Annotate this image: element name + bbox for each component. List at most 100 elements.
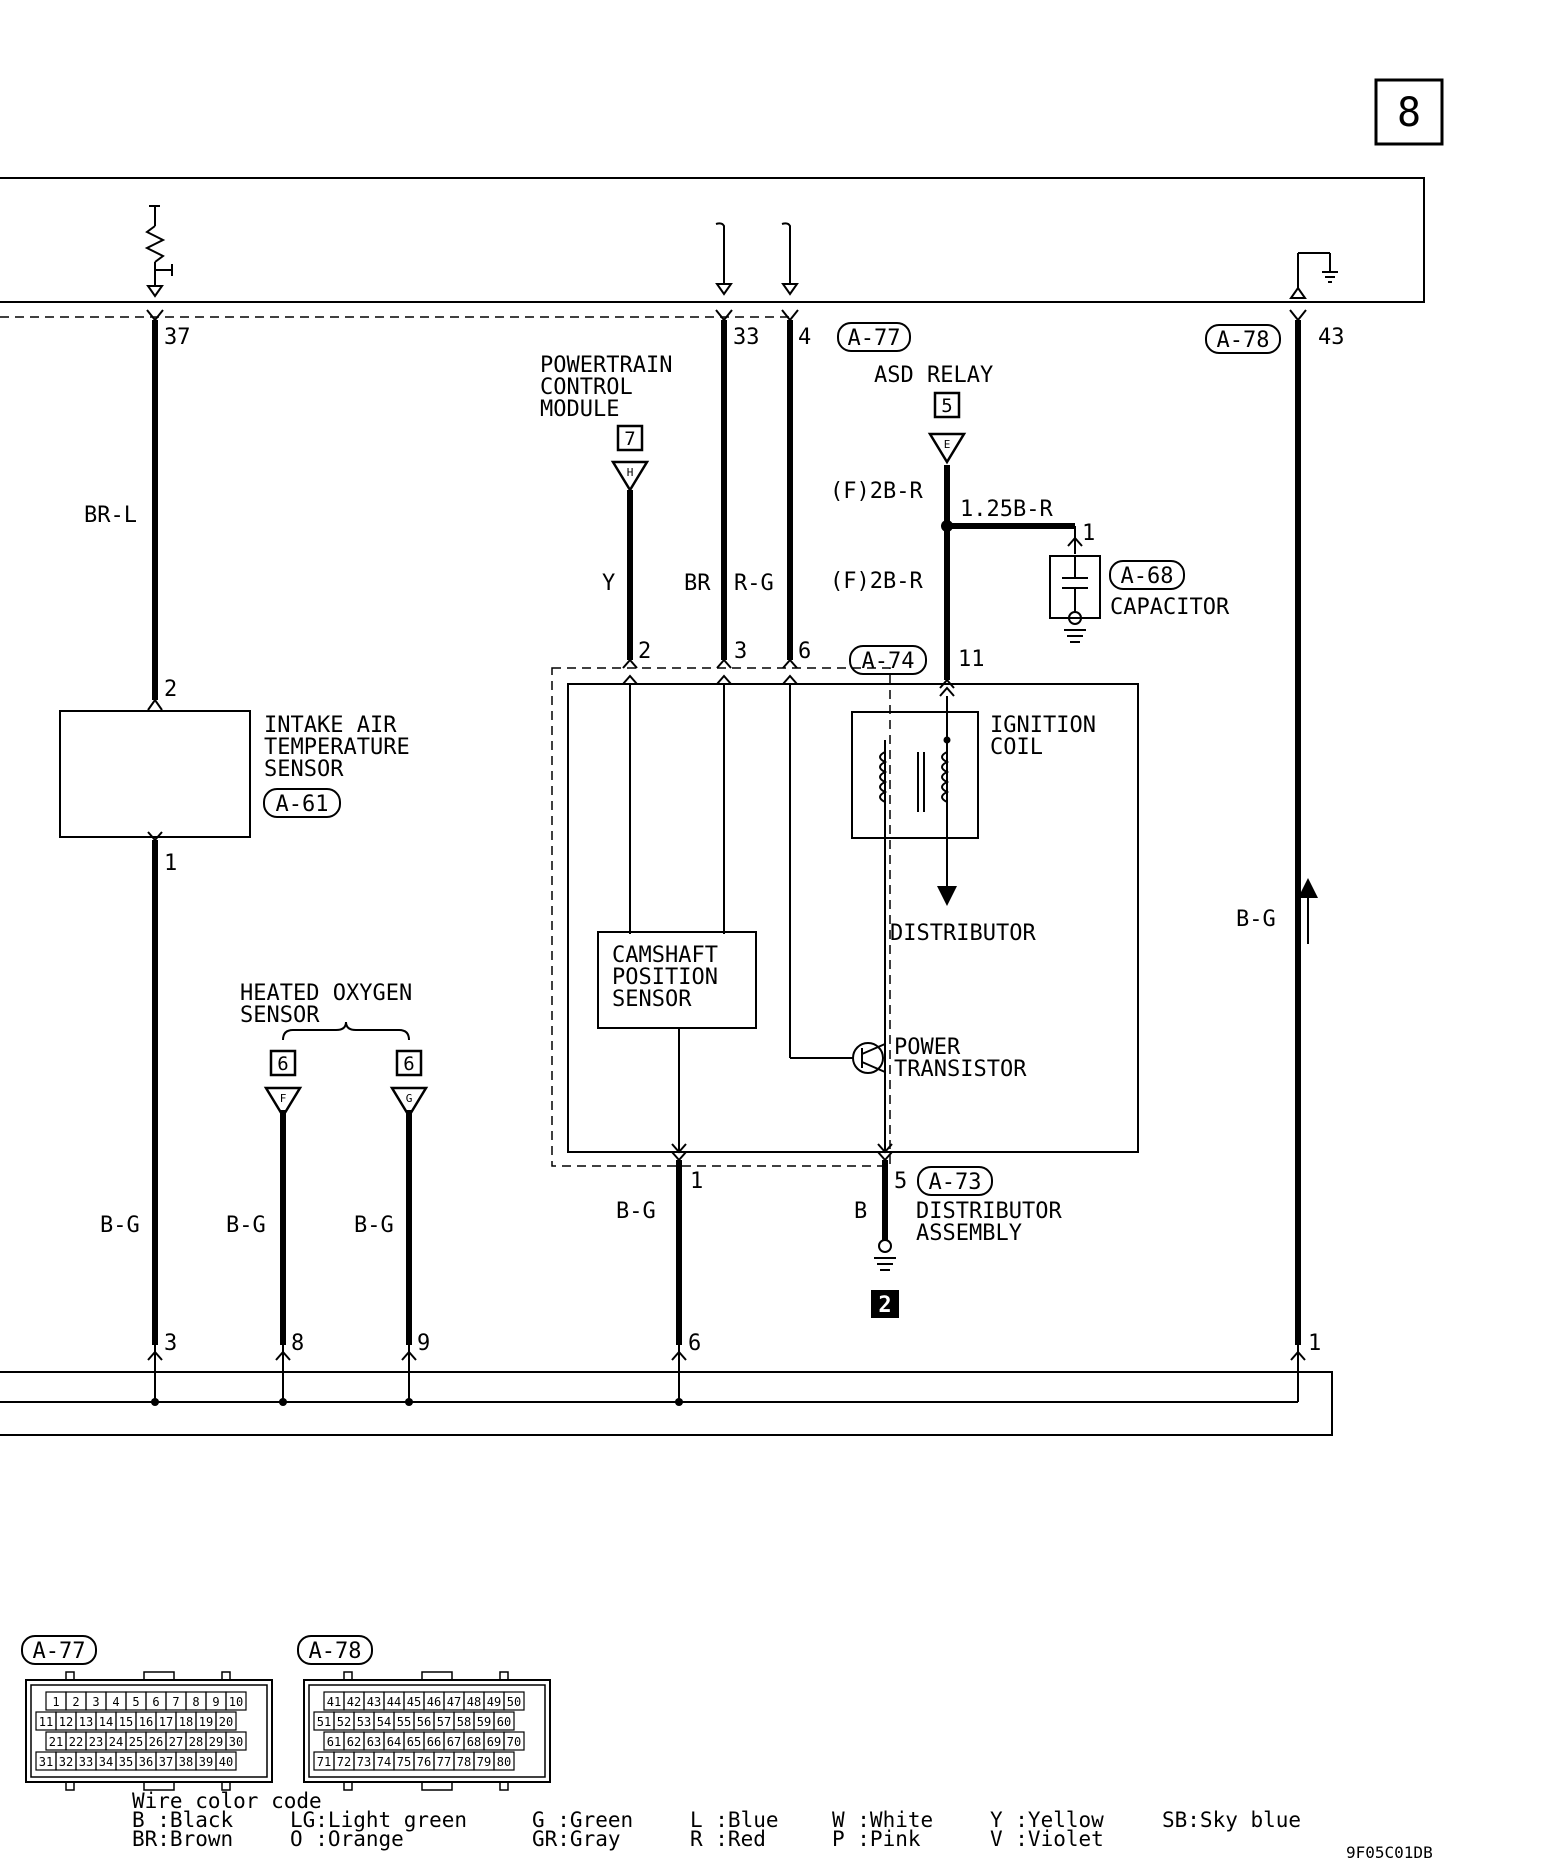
connector-pin-cell (493, 1751, 515, 1771)
connector-pin-number: 63 (367, 1735, 381, 1749)
pin-37: 37 (164, 325, 191, 350)
wire-b: B (854, 1199, 867, 1224)
dist-assembly-label-1: DISTRIBUTOR (916, 1199, 1062, 1224)
connector-pin-number: 18 (179, 1715, 193, 1729)
connector-pin-number: 56 (417, 1715, 431, 1729)
pcm-connector-h (610, 460, 650, 493)
wire-color-entry: W :White (832, 1808, 933, 1832)
connector-a73-label: A-73 (929, 1170, 982, 1195)
connector-pin-number: 23 (89, 1735, 103, 1749)
ignition-coil-box (851, 711, 979, 839)
bottom-pin-markers (147, 1350, 1306, 1361)
connector-pin-number: 3 (92, 1695, 99, 1709)
asd-letter-e: E (944, 438, 951, 451)
asd-ref-box (933, 391, 961, 419)
connector-pin-number: 58 (457, 1715, 471, 1729)
ground-symbol (874, 1239, 896, 1271)
connector-pin-number: 57 (437, 1715, 451, 1729)
connector-pin-number: 35 (119, 1755, 133, 1769)
connector-pin-number: 66 (427, 1735, 441, 1749)
connector-pin-number: 8 (192, 1695, 199, 1709)
connector-pin-number: 59 (477, 1715, 491, 1729)
wire-color-entry: GR:Gray (532, 1827, 621, 1851)
connector-pin-number: 42 (347, 1695, 361, 1709)
connector-pin-number: 40 (219, 1755, 233, 1769)
connector-pin-number: 74 (377, 1755, 391, 1769)
pin-1-cap: 1 (1082, 521, 1095, 546)
legend-a78-badge (297, 1635, 373, 1665)
connector-pin-number: 69 (487, 1735, 501, 1749)
connector-pin-number: 79 (477, 1755, 491, 1769)
pin-5-dist: 5 (894, 1169, 907, 1194)
ground-ref-box (871, 1290, 899, 1318)
connector-pin-number: 77 (437, 1755, 451, 1769)
wire-color-entry: Y :Yellow (990, 1808, 1104, 1832)
power-transistor-symbol (852, 1042, 886, 1074)
connector-pin-number: 49 (487, 1695, 501, 1709)
connector-pin-number: 71 (317, 1755, 331, 1769)
connector-a61-label: A-61 (276, 792, 329, 817)
connector-pin-cell (225, 1691, 247, 1711)
pcm-ref: 7 (624, 428, 635, 450)
connector-pin-number: 10 (229, 1695, 243, 1709)
connector-pin-number: 76 (417, 1755, 431, 1769)
intake-pin-markers (147, 698, 163, 842)
wire-color-entry: O :Orange (290, 1827, 404, 1851)
connector-pin-number: 41 (327, 1695, 341, 1709)
asd-ref: 5 (941, 395, 952, 417)
dist-assembly-label-2: ASSEMBLY (916, 1221, 1022, 1246)
connector-pin-number: 45 (407, 1695, 421, 1709)
connector-pin-number: 65 (407, 1735, 421, 1749)
connector-pin-number: 33 (79, 1755, 93, 1769)
legend-a78-label: A-78 (309, 1639, 362, 1664)
wire-bg-left: B-G (100, 1213, 140, 1238)
wire-color-entry: SB:Sky blue (1162, 1808, 1301, 1832)
camshaft-label-3: SENSOR (612, 987, 692, 1012)
wire-rg: R-G (734, 571, 774, 596)
connector-pin-number: 48 (467, 1695, 481, 1709)
connector-pin-number: 55 (397, 1715, 411, 1729)
connector-pin-number: 51 (317, 1715, 331, 1729)
connector-pin-number: 32 (59, 1755, 73, 1769)
camshaft-sensor-box (597, 931, 757, 1029)
connector-a68-badge (1109, 560, 1185, 590)
connector-a78-label: A-78 (1217, 328, 1270, 353)
legend-a77-label: A-77 (33, 1639, 86, 1664)
wire-color-entry: L :Blue (690, 1808, 779, 1832)
connector-pin-number: 61 (327, 1735, 341, 1749)
connector-pin-cell (215, 1751, 237, 1771)
ho2-ref-box-2 (395, 1049, 423, 1077)
pin-4: 4 (798, 325, 811, 350)
intake-label-3: SENSOR (264, 757, 344, 782)
connector-pin-number: 9 (212, 1695, 219, 1709)
connector-pin-cell (215, 1711, 237, 1731)
page-number: 8 (1397, 90, 1421, 136)
pcm-letter-h: H (627, 466, 634, 479)
wire-color-entry: B :Black (132, 1808, 234, 1832)
distributor-assembly-box (567, 683, 1139, 1153)
connector-pin-number: 13 (79, 1715, 93, 1729)
ignition-coil-label-2: COIL (990, 735, 1043, 760)
pcm-label-3: MODULE (540, 397, 619, 422)
pin-2-intake: 2 (164, 677, 177, 702)
connector-pin-number: 17 (159, 1715, 173, 1729)
connector-pin-number: 28 (189, 1735, 203, 1749)
intake-label-2: TEMPERATURE (264, 735, 410, 760)
connector-pin-number: 62 (347, 1735, 361, 1749)
pin-11: 11 (958, 647, 985, 672)
connector-pin-number: 44 (387, 1695, 401, 1709)
connector-pin-number: 73 (357, 1755, 371, 1769)
connector-pin-cell (503, 1691, 525, 1711)
pin-43: 43 (1318, 325, 1345, 350)
distributor-assembly-dashed (551, 667, 891, 1167)
connector-pin-number: 4 (112, 1695, 119, 1709)
internal-input-symbols (715, 222, 799, 296)
connector-pin-number: 12 (59, 1715, 73, 1729)
connector-pin-number: 27 (169, 1735, 183, 1749)
intake-sensor-box (59, 710, 251, 838)
connector-pin-number: 80 (497, 1755, 511, 1769)
connector-pin-number: 11 (39, 1715, 53, 1729)
connector-pin-number: 53 (357, 1715, 371, 1729)
